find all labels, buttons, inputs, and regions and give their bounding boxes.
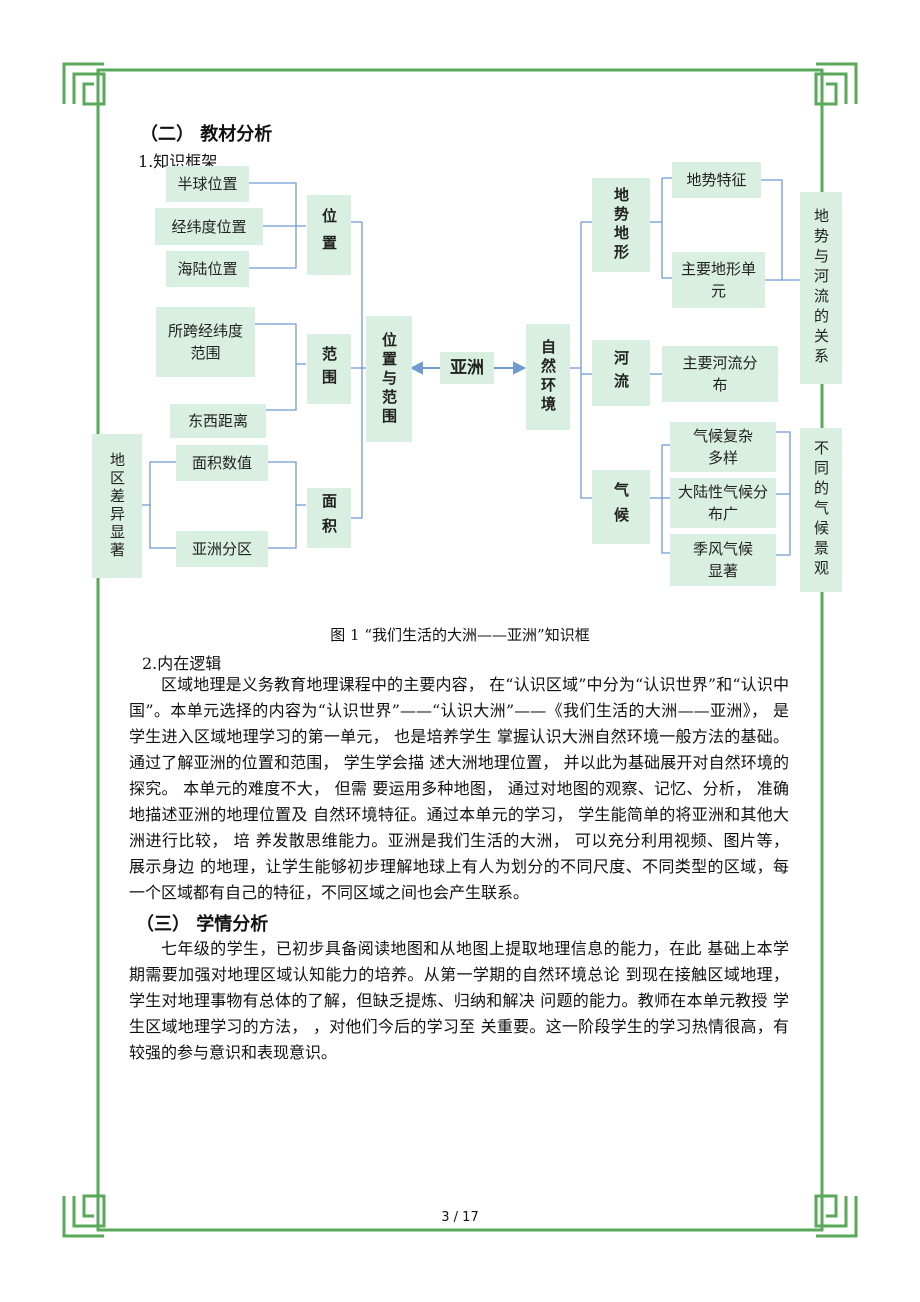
box-continental-climate: 大陆性气候分布广 [670, 478, 776, 528]
students-paragraph-text: 七年级的学生，已初步具备阅读地图和从地图上提取地理信息的能力，在此 基础上本学期… [129, 939, 789, 1062]
box-monsoon-climate: 季风气候显著 [670, 534, 776, 586]
terrain-river-relation-label: 地势与河流的关系 [812, 208, 830, 368]
box-natural-environment: 自然环境 [526, 324, 570, 430]
box-terrain-river-relation: 地势与河流的关系 [800, 192, 842, 384]
climate-landscapes-label: 不同的气候景观 [812, 440, 830, 580]
box-climate-label: 气候 [592, 470, 650, 544]
position-label: 位置 [320, 208, 338, 262]
page-number: 3 / 17 [441, 1210, 479, 1225]
box-terrain-label: 地势地形 [592, 178, 650, 272]
position-and-range-label: 位置与范围 [380, 331, 398, 427]
logic-paragraph-text: 区域地理是义务教育地理课程中的主要内容， 在“认识区域”中分为“认识世界”和“认… [129, 675, 789, 902]
box-diverse-climate: 气候复杂多样 [670, 422, 776, 472]
box-latlong-position: 经纬度位置 [155, 208, 263, 245]
box-asia-regions: 亚洲分区 [176, 531, 268, 567]
terrain-label: 地势地形 [612, 187, 630, 263]
regional-differences-label: 地区差异显著 [108, 452, 126, 560]
box-climate-landscapes: 不同的气候景观 [800, 428, 842, 592]
area-label: 面积 [320, 493, 338, 543]
box-main-landforms: 主要地形单元 [672, 252, 765, 308]
section-title-materials: （二） 教材分析 [140, 124, 273, 145]
section-title-students: （三） 学情分析 [136, 914, 269, 935]
box-position-label: 位置 [307, 195, 351, 275]
students-paragraph: 七年级的学生，已初步具备阅读地图和从地图上提取地理信息的能力，在此 基础上本学期… [129, 936, 789, 1066]
box-land-sea-position: 海陆位置 [166, 251, 249, 287]
box-lat-long-span: 所跨经纬度范围 [156, 307, 255, 377]
range-label: 范围 [320, 346, 338, 392]
box-position-and-range: 位置与范围 [366, 316, 412, 442]
box-terrain-features: 地势特征 [672, 162, 761, 198]
sub-title-logic: 2.内在逻辑 [142, 654, 222, 673]
river-label: 河流 [612, 350, 630, 396]
climate-label: 气候 [612, 482, 630, 532]
box-area-label: 面积 [307, 488, 351, 548]
box-regional-differences: 地区差异显著 [92, 434, 142, 578]
box-range-label: 范围 [307, 334, 351, 404]
box-river-label: 河流 [592, 340, 650, 406]
box-asia-center: 亚洲 [440, 352, 494, 384]
box-east-west-distance: 东西距离 [170, 404, 266, 438]
figure-caption: 图 1 “我们生活的大洲——亚洲”知识框 [330, 626, 590, 644]
natural-environment-label: 自然环境 [539, 339, 557, 415]
box-main-rivers: 主要河流分布 [662, 346, 778, 402]
box-area-value: 面积数值 [176, 445, 268, 481]
box-hemisphere-position: 半球位置 [166, 166, 249, 202]
logic-paragraph: 区域地理是义务教育地理课程中的主要内容， 在“认识区域”中分为“认识世界”和“认… [129, 672, 789, 906]
